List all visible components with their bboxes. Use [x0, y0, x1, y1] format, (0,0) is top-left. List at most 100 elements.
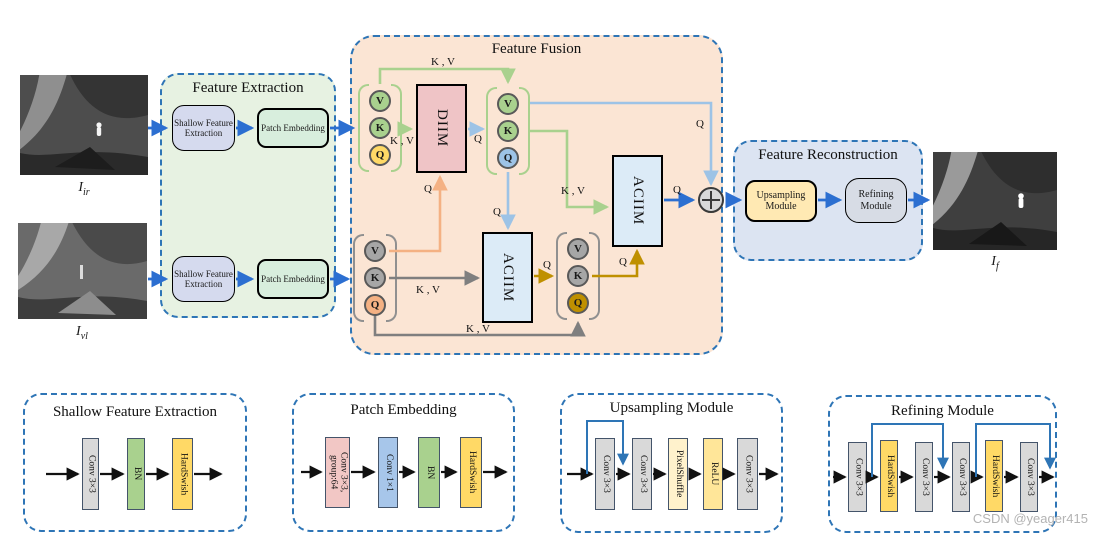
block-label: HardSwish: [884, 454, 895, 498]
edge-label-q: Q: [543, 259, 551, 271]
diim-module: DIIM: [416, 84, 467, 173]
block-label: Conv 3×3: [956, 458, 967, 496]
refining-card-title: Refining Module: [891, 403, 994, 419]
hardswish-block: HardSwish: [460, 437, 482, 508]
infrared-scene-graphic: [20, 75, 148, 175]
block-label: BN: [131, 467, 142, 481]
input-label-vl: Ivl: [50, 324, 114, 342]
token-q: Q: [364, 294, 386, 316]
edge-label-q: Q: [474, 133, 482, 145]
block-label: Conv 3×3: [919, 458, 930, 496]
shallow-feature-extraction-node-ir: Shallow Feature Extraction: [172, 105, 235, 151]
block-label: Conv 3×3: [1024, 458, 1035, 496]
token-v: V: [364, 240, 386, 262]
conv3x3-block: Conv 3×3: [82, 438, 99, 510]
conv3x3-block: Conv 3×3: [1020, 442, 1038, 512]
input-image-visible: [18, 223, 147, 319]
vl-label-sub: vl: [80, 330, 88, 342]
patch-embedding-node-vl: Patch Embedding: [257, 259, 329, 299]
block-label: PixelShuffle: [673, 450, 684, 498]
shallow-node-label: Shallow Feature Extraction: [174, 268, 233, 289]
token-q: Q: [369, 144, 391, 166]
upsampling-node-label: Upsampling Module: [756, 189, 806, 213]
elementwise-sum-icon: [698, 187, 724, 213]
block-label: Conv 3×3: [743, 455, 754, 493]
block-label: HardSwish: [466, 451, 477, 494]
refining-node-label: Refining Module: [858, 189, 894, 212]
aciim-module-lower: ACIIM: [482, 232, 533, 323]
vl-label-base: I: [76, 324, 81, 339]
conv1x1-block: Conv 1×1: [378, 437, 398, 508]
edge-label-q: Q: [696, 118, 704, 130]
edge-label-q: Q: [493, 206, 501, 218]
output-label-f: If: [963, 254, 1027, 272]
patch-embedding-node-ir: Patch Embedding: [257, 108, 329, 148]
visible-scene-graphic: [18, 223, 147, 319]
hardswish-block: HardSwish: [172, 438, 193, 510]
ir-label-base: I: [78, 180, 83, 195]
conv3x3-block: Conv 3×3: [737, 438, 758, 510]
conv3x3-block: Conv 3×3: [632, 438, 652, 510]
edge-label-kv: K , V: [416, 284, 440, 296]
block-label: Conv 3×3: [637, 455, 648, 493]
block-label: HardSwish: [178, 452, 189, 496]
f-label-sub: f: [995, 260, 999, 272]
token-q: Q: [497, 147, 519, 169]
upsampling-card-title: Upsampling Module: [609, 400, 734, 416]
block-label: Conv 1×1: [383, 453, 394, 492]
patch-node-label: Patch Embedding: [261, 122, 325, 133]
token-v: V: [369, 90, 391, 112]
csdn-watermark: CSDN @yeager415: [972, 511, 1088, 526]
conv3x3-block: Conv 3×3: [848, 442, 867, 512]
token-k: K: [497, 120, 519, 142]
diim-label: DIIM: [434, 109, 450, 148]
edge-label-kv: K , V: [390, 135, 414, 147]
output-image-fused: [933, 152, 1057, 250]
block-label: Conv 3×3: [600, 455, 611, 493]
refining-module-node: Refining Module: [845, 178, 907, 223]
input-label-ir: Iir: [52, 180, 116, 198]
conv3x3-block: Conv 3×3: [952, 442, 970, 512]
token-k: K: [364, 267, 386, 289]
feature-fusion-title: Feature Fusion: [491, 41, 582, 57]
conv3x3-group64-block: Conv 3×3, group:64: [325, 437, 350, 508]
block-label: HardSwish: [989, 454, 1000, 498]
conv3x3-block: Conv 3×3: [595, 438, 615, 510]
edge-label-kv: K , V: [466, 323, 490, 335]
shallow-card-title: Shallow Feature Extraction: [52, 404, 218, 420]
edge-label-kv: K , V: [431, 56, 455, 68]
qkv-group-aciim-output: V K Q: [556, 232, 600, 320]
qkv-group-diim-output: V K Q: [486, 87, 530, 175]
block-label: ReLU: [708, 462, 719, 486]
aciim-label: ACIIM: [500, 252, 516, 303]
input-image-infrared: [20, 75, 148, 175]
bn-block: BN: [127, 438, 145, 510]
shallow-feature-extraction-node-vl: Shallow Feature Extraction: [172, 256, 235, 302]
patch-card-title: Patch Embedding: [350, 402, 457, 418]
block-label: BN: [424, 465, 435, 480]
f-label-base: I: [991, 254, 996, 269]
fused-scene-graphic: [933, 152, 1057, 250]
ir-label-sub: ir: [83, 186, 90, 198]
patch-node-label: Patch Embedding: [261, 273, 325, 284]
bn-block: BN: [418, 437, 440, 508]
edge-label-q: Q: [673, 184, 681, 196]
qkv-group-ir-input: V K Q: [358, 84, 402, 172]
aciim-module-upper: ACIIM: [612, 155, 663, 247]
shallow-node-label: Shallow Feature Extraction: [174, 117, 233, 138]
aciim-label: ACIIM: [630, 176, 646, 226]
upsampling-module-node: Upsampling Module: [745, 180, 817, 222]
edge-label-kv: K , V: [561, 185, 585, 197]
hardswish-block: HardSwish: [985, 440, 1003, 512]
token-v: V: [497, 93, 519, 115]
token-k: K: [369, 117, 391, 139]
block-label: Conv 3×3: [853, 458, 864, 496]
pixelshuffle-block: PixelShuffle: [668, 438, 688, 510]
token-k: K: [567, 265, 589, 287]
block-label: Conv 3×3: [86, 455, 97, 493]
edge-label-q: Q: [619, 256, 627, 268]
token-q: Q: [567, 292, 589, 314]
relu-block: ReLU: [703, 438, 723, 510]
feature-extraction-title: Feature Extraction: [192, 80, 304, 96]
